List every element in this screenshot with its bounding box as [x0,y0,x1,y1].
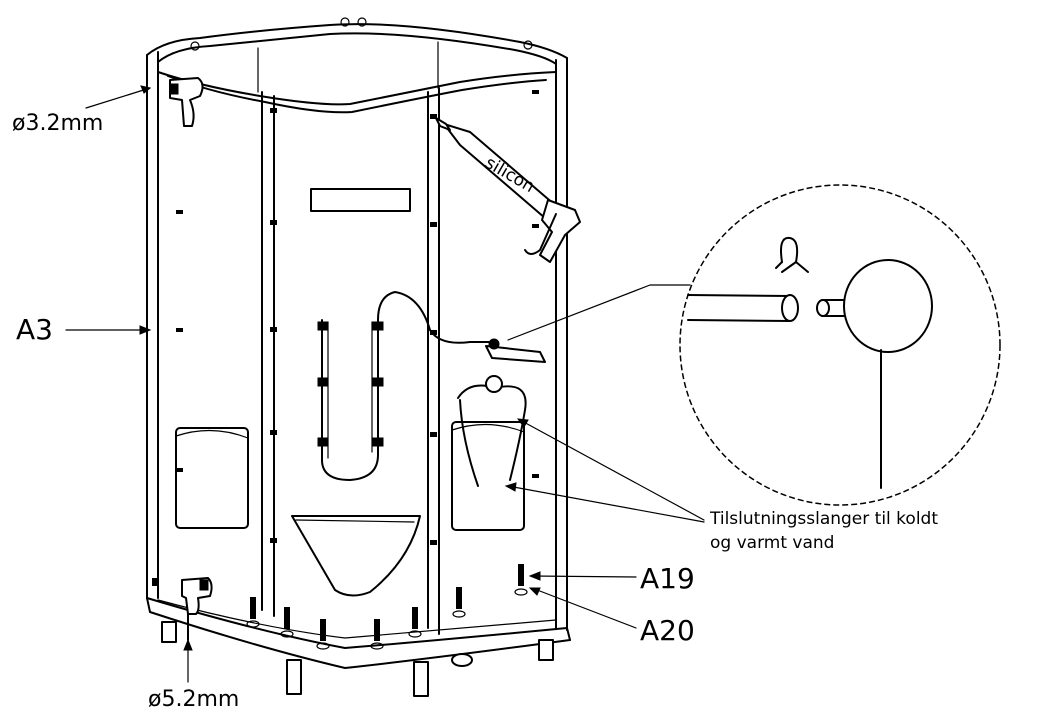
cabin-frame [146,17,571,697]
part-label-a3: A3 [16,313,53,346]
drill-icon [169,77,204,127]
panel-fixtures [152,90,546,650]
x-mark-icon [775,236,809,273]
foot [538,639,554,661]
foot [413,661,429,697]
detail-pipe [687,294,791,322]
left-cabinet-box [175,427,249,529]
screw-icon [523,40,533,50]
foot [161,621,177,643]
drill-icon [181,577,213,641]
detail-circle [679,184,1001,506]
hose-note-line1: Tilslutningsslanger til koldt [709,509,938,529]
screw-icon [340,17,350,27]
part-label-a19: A19 [640,562,695,595]
right-cabinet-box [451,421,525,531]
corner-shelf [291,515,421,597]
detail-view [507,184,1001,506]
detail-fitting [843,259,933,353]
valve-handle [485,345,546,363]
caulk-gun-icon: silicon [435,117,581,263]
foot [286,659,302,695]
connection-hose [457,384,527,481]
hose-note-line2: og varmt vand [710,533,834,553]
annotations: ø3.2mm A3 A19 A20 ø5.2mm Tilslutningssla… [12,85,938,712]
drill-size-bottom: ø5.2mm [148,687,239,712]
part-label-a20: A20 [640,614,695,647]
detail-leader [507,284,691,341]
silicon-label: silicon [482,153,538,197]
screw-icon [357,17,367,27]
screw-icon [190,41,200,51]
drain [451,653,473,667]
drill-size-top: ø3.2mm [12,111,103,136]
nameplate [310,188,411,212]
